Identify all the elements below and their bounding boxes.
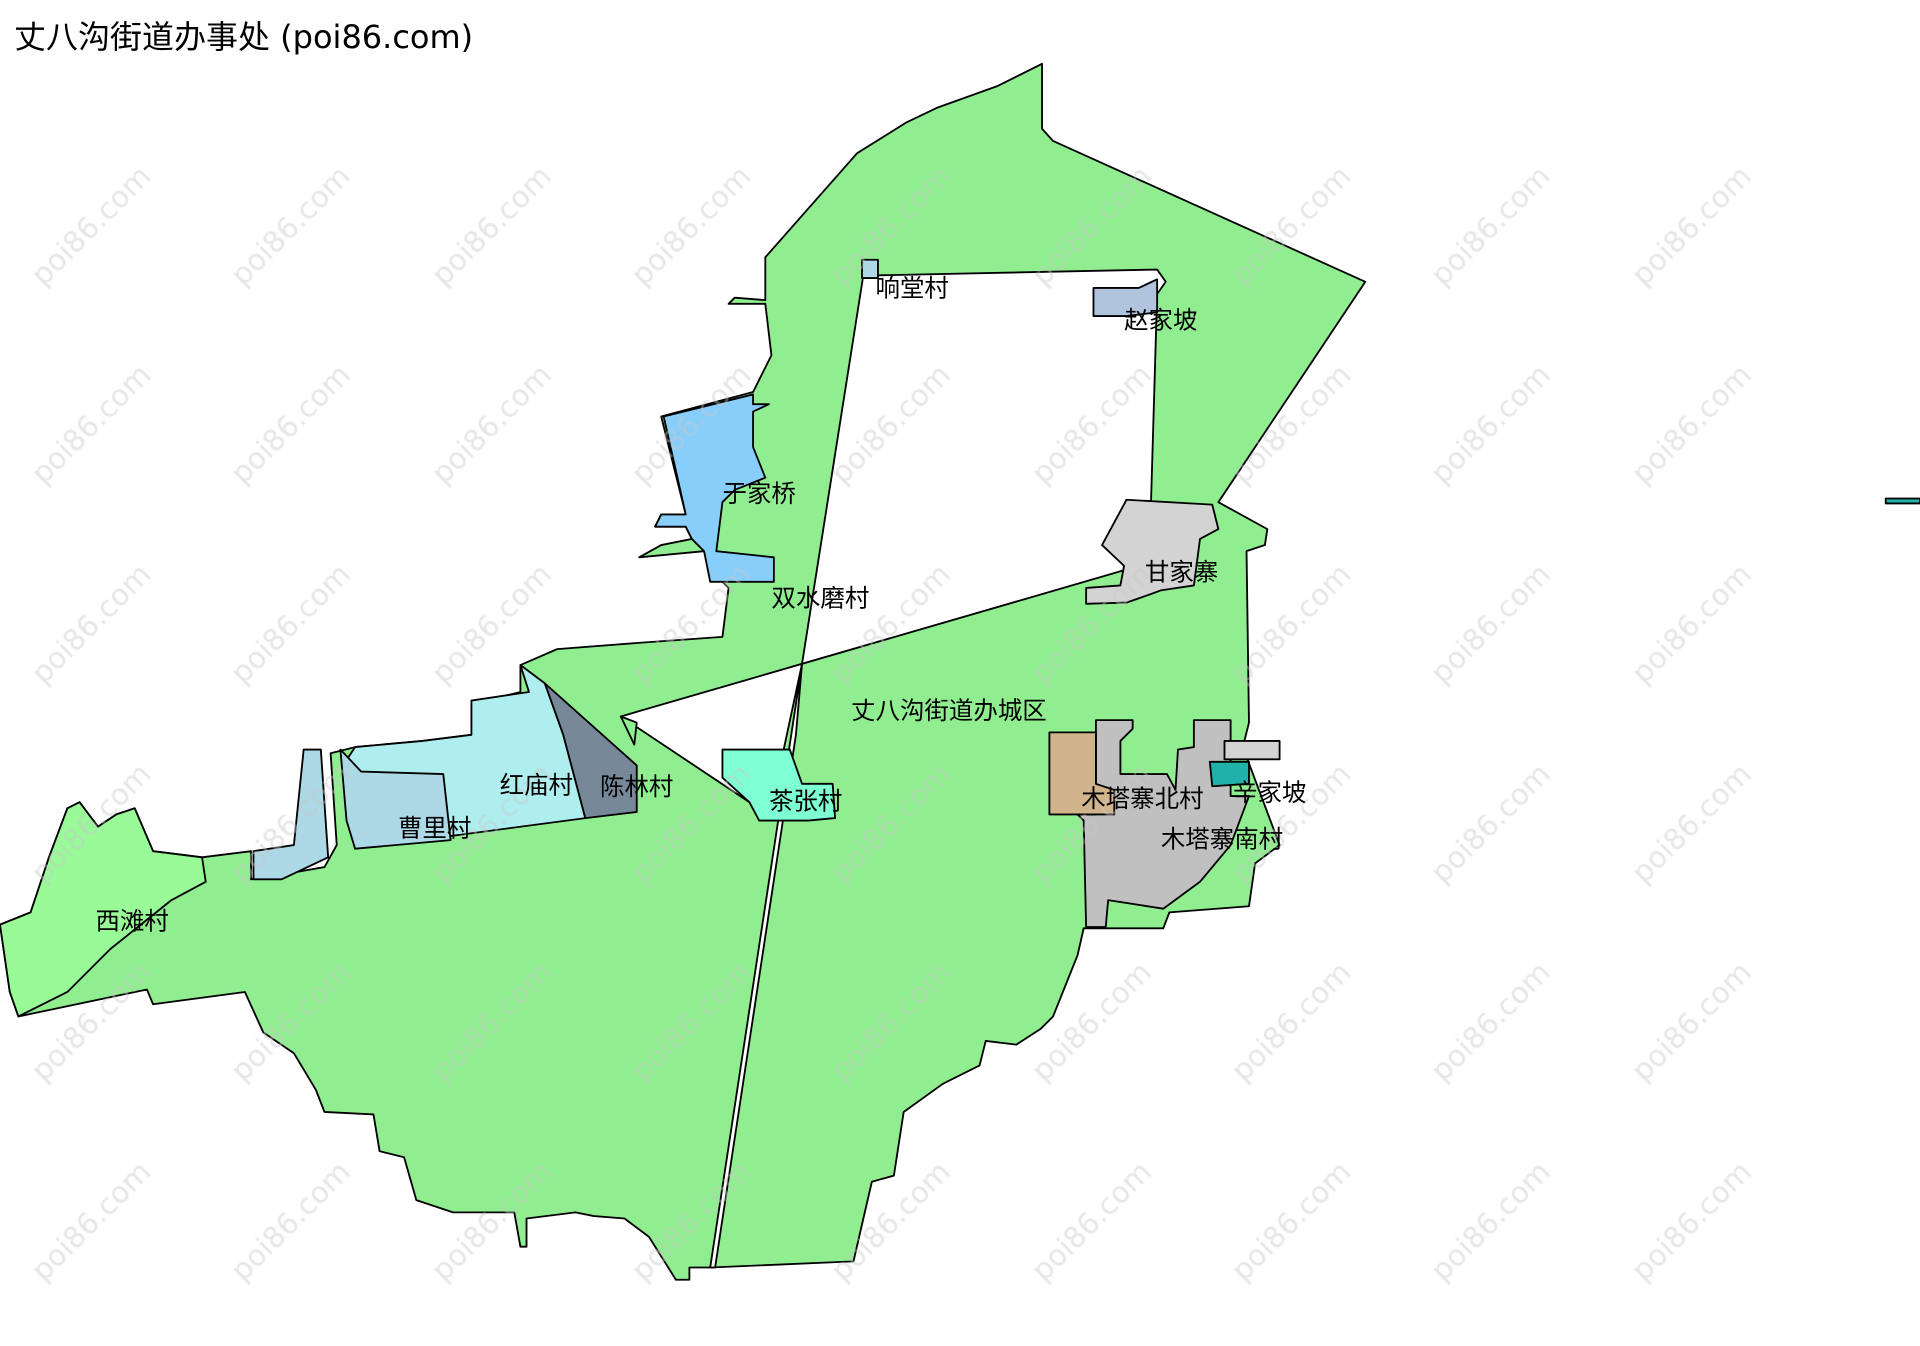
region-xinjiapo[interactable] xyxy=(1208,760,1250,788)
region-xiangtang[interactable] xyxy=(861,258,879,280)
region-far-east xyxy=(1884,497,1920,505)
region-caoli-strip[interactable] xyxy=(252,748,330,881)
region-chengqu[interactable] xyxy=(0,62,1367,1281)
map-title: 丈八沟街道办事处 (poi86.com) xyxy=(14,18,474,56)
region-bars xyxy=(1223,740,1281,761)
